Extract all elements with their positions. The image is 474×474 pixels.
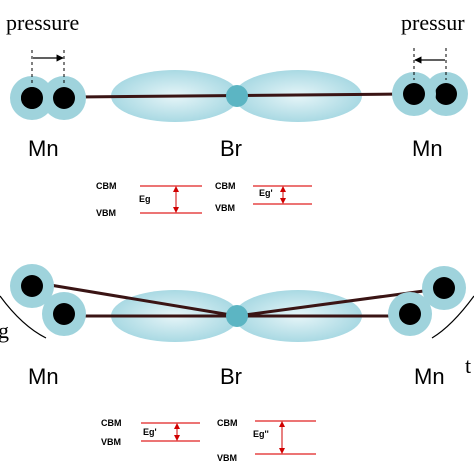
edge-label-left: g [0, 318, 9, 343]
band-diagram-top-left: CBM VBM Eg [96, 181, 202, 218]
vbm-label: VBM [215, 203, 235, 213]
br-label: Br [220, 364, 242, 389]
mn-pair-right [388, 266, 466, 336]
mn-label-right: Mn [414, 364, 445, 389]
band-diagram-bottom-right: CBM VBM Eg'' [217, 418, 316, 463]
pressure-label-left: pressure [6, 10, 79, 35]
vbm-label: VBM [217, 453, 237, 463]
br-label: Br [220, 136, 242, 161]
mn-label-left: Mn [28, 136, 59, 161]
cbm-label: CBM [101, 418, 122, 428]
pressure-label-right: pressur [401, 10, 465, 35]
mn-pair-left [10, 264, 86, 336]
pressure-arrow-left [31, 50, 65, 84]
gap-label: Eg'' [253, 429, 269, 439]
vbm-label: VBM [101, 437, 121, 447]
mn-pair-left [10, 76, 86, 120]
rotation-arc-left [0, 295, 47, 339]
bottom-panel: g t Mn Br Mn CBM VBM Eg' CBM VBM Eg'' [0, 264, 474, 463]
vbm-label: VBM [96, 208, 116, 218]
mn-label-left: Mn [28, 364, 59, 389]
mn-pair-right [392, 72, 468, 116]
cbm-label: CBM [96, 181, 117, 191]
gap-label: Eg' [259, 188, 273, 198]
mn-label-right: Mn [412, 136, 443, 161]
edge-label-right: t [465, 353, 471, 378]
cbm-label: CBM [215, 181, 236, 191]
br-atom [226, 305, 248, 327]
rotation-arc-right [431, 295, 474, 339]
top-panel: pressure pressur Mn Br Mn CBM VBM Eg CBM… [6, 10, 468, 218]
mn-br-bond [31, 280, 238, 318]
gap-label: Eg' [143, 427, 157, 437]
br-atom [226, 85, 248, 107]
gap-label: Eg [139, 194, 151, 204]
band-diagram-top-right: CBM VBM Eg' [215, 181, 312, 213]
cbm-label: CBM [217, 418, 238, 428]
band-diagram-bottom-left: CBM VBM Eg' [101, 418, 200, 447]
pressure-arrow-right [413, 48, 447, 80]
